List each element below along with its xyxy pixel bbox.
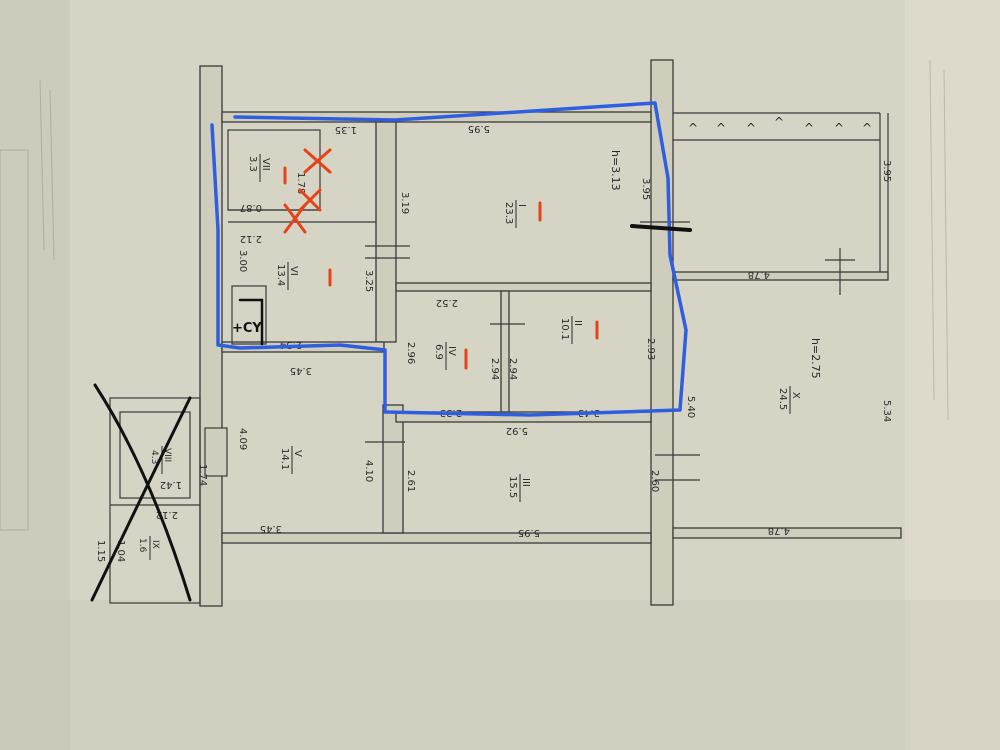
dim-252: 2.52 [436, 297, 458, 308]
b-mark-5: ^ [804, 121, 814, 135]
wall-iv-top [395, 282, 652, 292]
room-I: I 23.3 [503, 200, 527, 228]
dim-174: 1.74 [197, 464, 208, 486]
room-X-num: X [790, 392, 801, 399]
dim-087: 0.87 [240, 202, 262, 213]
dim-300: 3.00 [237, 250, 248, 272]
b-mark-6: ^ [834, 121, 844, 135]
room-VIII-area: 4.3 [149, 450, 159, 464]
dim-104: 1.04 [115, 540, 126, 562]
blue-outline [210, 101, 688, 417]
wall-v-iii [382, 404, 404, 534]
balcony [673, 112, 889, 272]
dim-261: 2.61 [405, 470, 416, 492]
dim-142: 1.42 [160, 479, 182, 490]
height-label-2: h=2.75 [809, 338, 822, 379]
room-VI: VI 13.4 [275, 262, 299, 290]
room-V-area: 14.1 [279, 448, 290, 470]
room-III-num: III [520, 478, 531, 487]
dim-115: 1.15 [95, 540, 106, 562]
room-IX: IX 1.6 [137, 536, 160, 560]
b-mark-4: ^ [774, 115, 784, 129]
height-label-1: h=3.13 [609, 150, 622, 191]
paper-bottom-fade [0, 600, 1000, 750]
dim-478-top: 4.78 [748, 269, 770, 280]
balcony-marks: ^ ^ ^ ^ ^ ^ ^ [688, 115, 872, 135]
room-III: III 15.5 [507, 474, 531, 502]
b-mark-3: ^ [746, 121, 756, 135]
dim-592: 5.92 [506, 425, 528, 436]
room-VIII: VIII 4.3 [149, 446, 172, 474]
dim-294-b: 2.94 [507, 358, 518, 380]
room-II: II 10.1 [559, 316, 583, 344]
black-cross [90, 224, 692, 602]
dim-409: 4.09 [237, 428, 248, 450]
room-VII-num: VII [260, 158, 271, 171]
red-marks [283, 148, 599, 370]
paper-right-strip [905, 0, 1000, 750]
room-V: V 14.1 [279, 446, 303, 474]
dim-294-a: 2.94 [489, 358, 500, 380]
room-I-num: I [516, 204, 527, 207]
dim-540: 5.40 [685, 396, 696, 418]
dim-135: 1.35 [335, 124, 357, 135]
room-labels: I 23.3 II 10.1 III 15.5 IV 6.9 V 14.1 VI… [137, 154, 801, 560]
room-VII-area: 3.3 [247, 156, 258, 172]
dim-395-wall: 3.95 [640, 178, 651, 200]
dim-345-bottom: 3.45 [260, 523, 282, 534]
wall-right-outer [672, 527, 902, 539]
dim-260: 2.60 [649, 470, 660, 492]
dim-178: 1.78 [295, 172, 306, 194]
wall-bottom [221, 532, 652, 544]
margin-smudges [0, 59, 949, 531]
dim-595-top: 5.95 [468, 123, 490, 134]
paper-left-shadow [0, 0, 70, 750]
wall-right-divider [672, 271, 889, 281]
room-X: X 24.5 [777, 386, 801, 414]
dim-254-hall: 2.54 [280, 339, 302, 350]
wall-iv-ii [500, 290, 510, 413]
room-V-num: V [292, 450, 303, 457]
room-IV-num: IV [446, 346, 457, 356]
room-III-area: 15.5 [507, 476, 518, 498]
dim-319: 3.19 [399, 192, 410, 214]
room-IV: IV 6.9 [433, 342, 457, 370]
dim-293: 2.93 [645, 338, 656, 360]
dim-296: 2.96 [405, 342, 416, 364]
room-VIII-num: VIII [162, 448, 172, 462]
room-VI-num: VI [288, 266, 299, 276]
room-II-area: 10.1 [559, 318, 570, 340]
dim-325: 3.25 [363, 270, 374, 292]
room-II-num: II [572, 320, 583, 326]
dim-410: 4.10 [363, 460, 374, 482]
b-mark-1: ^ [688, 121, 698, 135]
room-I-area: 23.3 [503, 202, 514, 224]
room-IV-area: 6.9 [433, 344, 444, 360]
dim-212-stair: 2.12 [156, 509, 178, 520]
room-VII: VII 3.3 [247, 154, 271, 182]
room-VI-area: 13.4 [275, 264, 286, 286]
dim-395-right: 3.95 [881, 160, 892, 182]
wall-kitchen [375, 121, 397, 343]
cy-label: +CY [232, 321, 262, 336]
room-IX-num: IX [150, 540, 160, 549]
dim-595-bottom: 5.95 [518, 527, 540, 538]
b-mark-2: ^ [716, 121, 726, 135]
dim-345-top: 3.45 [290, 365, 312, 376]
wall-iii-top [395, 411, 652, 423]
room-X-area: 24.5 [777, 388, 788, 410]
dim-534: 5.34 [881, 400, 892, 422]
small-rooms [227, 129, 376, 345]
dim-212-small: 2.12 [240, 233, 262, 244]
dim-478-bottom: 4.78 [768, 525, 790, 536]
b-mark-7: ^ [862, 121, 872, 135]
room-IX-area: 1.6 [137, 538, 147, 553]
door-ticks [365, 221, 855, 481]
